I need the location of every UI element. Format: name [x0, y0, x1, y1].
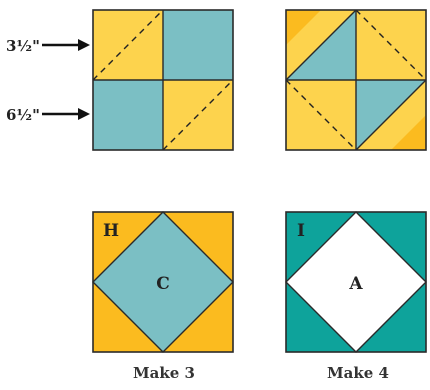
caption-make-3: Make 3 [133, 364, 195, 382]
block-i: I A [285, 211, 427, 353]
center-label-a: A [348, 274, 363, 294]
arrow-right-icon [42, 39, 90, 51]
stitched-four-patch-block [285, 9, 427, 151]
caption-make-4: Make 4 [327, 364, 389, 382]
arrow-right-icon [42, 108, 90, 120]
measure-label-large: 6½" [6, 106, 40, 124]
patch-blue-bottom-left [93, 80, 163, 150]
block-h: H C [92, 211, 234, 353]
four-patch-block [92, 9, 234, 151]
corner-label-h: H [103, 221, 119, 241]
measure-label-small: 3½" [6, 37, 40, 55]
patch-blue-top-right [163, 10, 233, 80]
center-label-c: C [156, 274, 170, 294]
corner-label-i: I [297, 221, 305, 241]
